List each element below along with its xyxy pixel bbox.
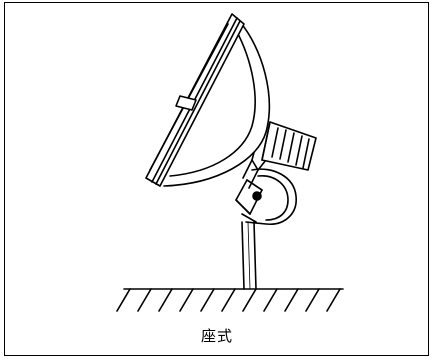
floodlight-lamp-icon: [145, 13, 271, 187]
ground-hatch-icon: [116, 288, 344, 312]
mounting-pole: [241, 221, 257, 290]
diagram-caption: 座式: [200, 327, 233, 345]
lamp-yoke: [235, 168, 297, 225]
ballast-box: [261, 121, 317, 171]
